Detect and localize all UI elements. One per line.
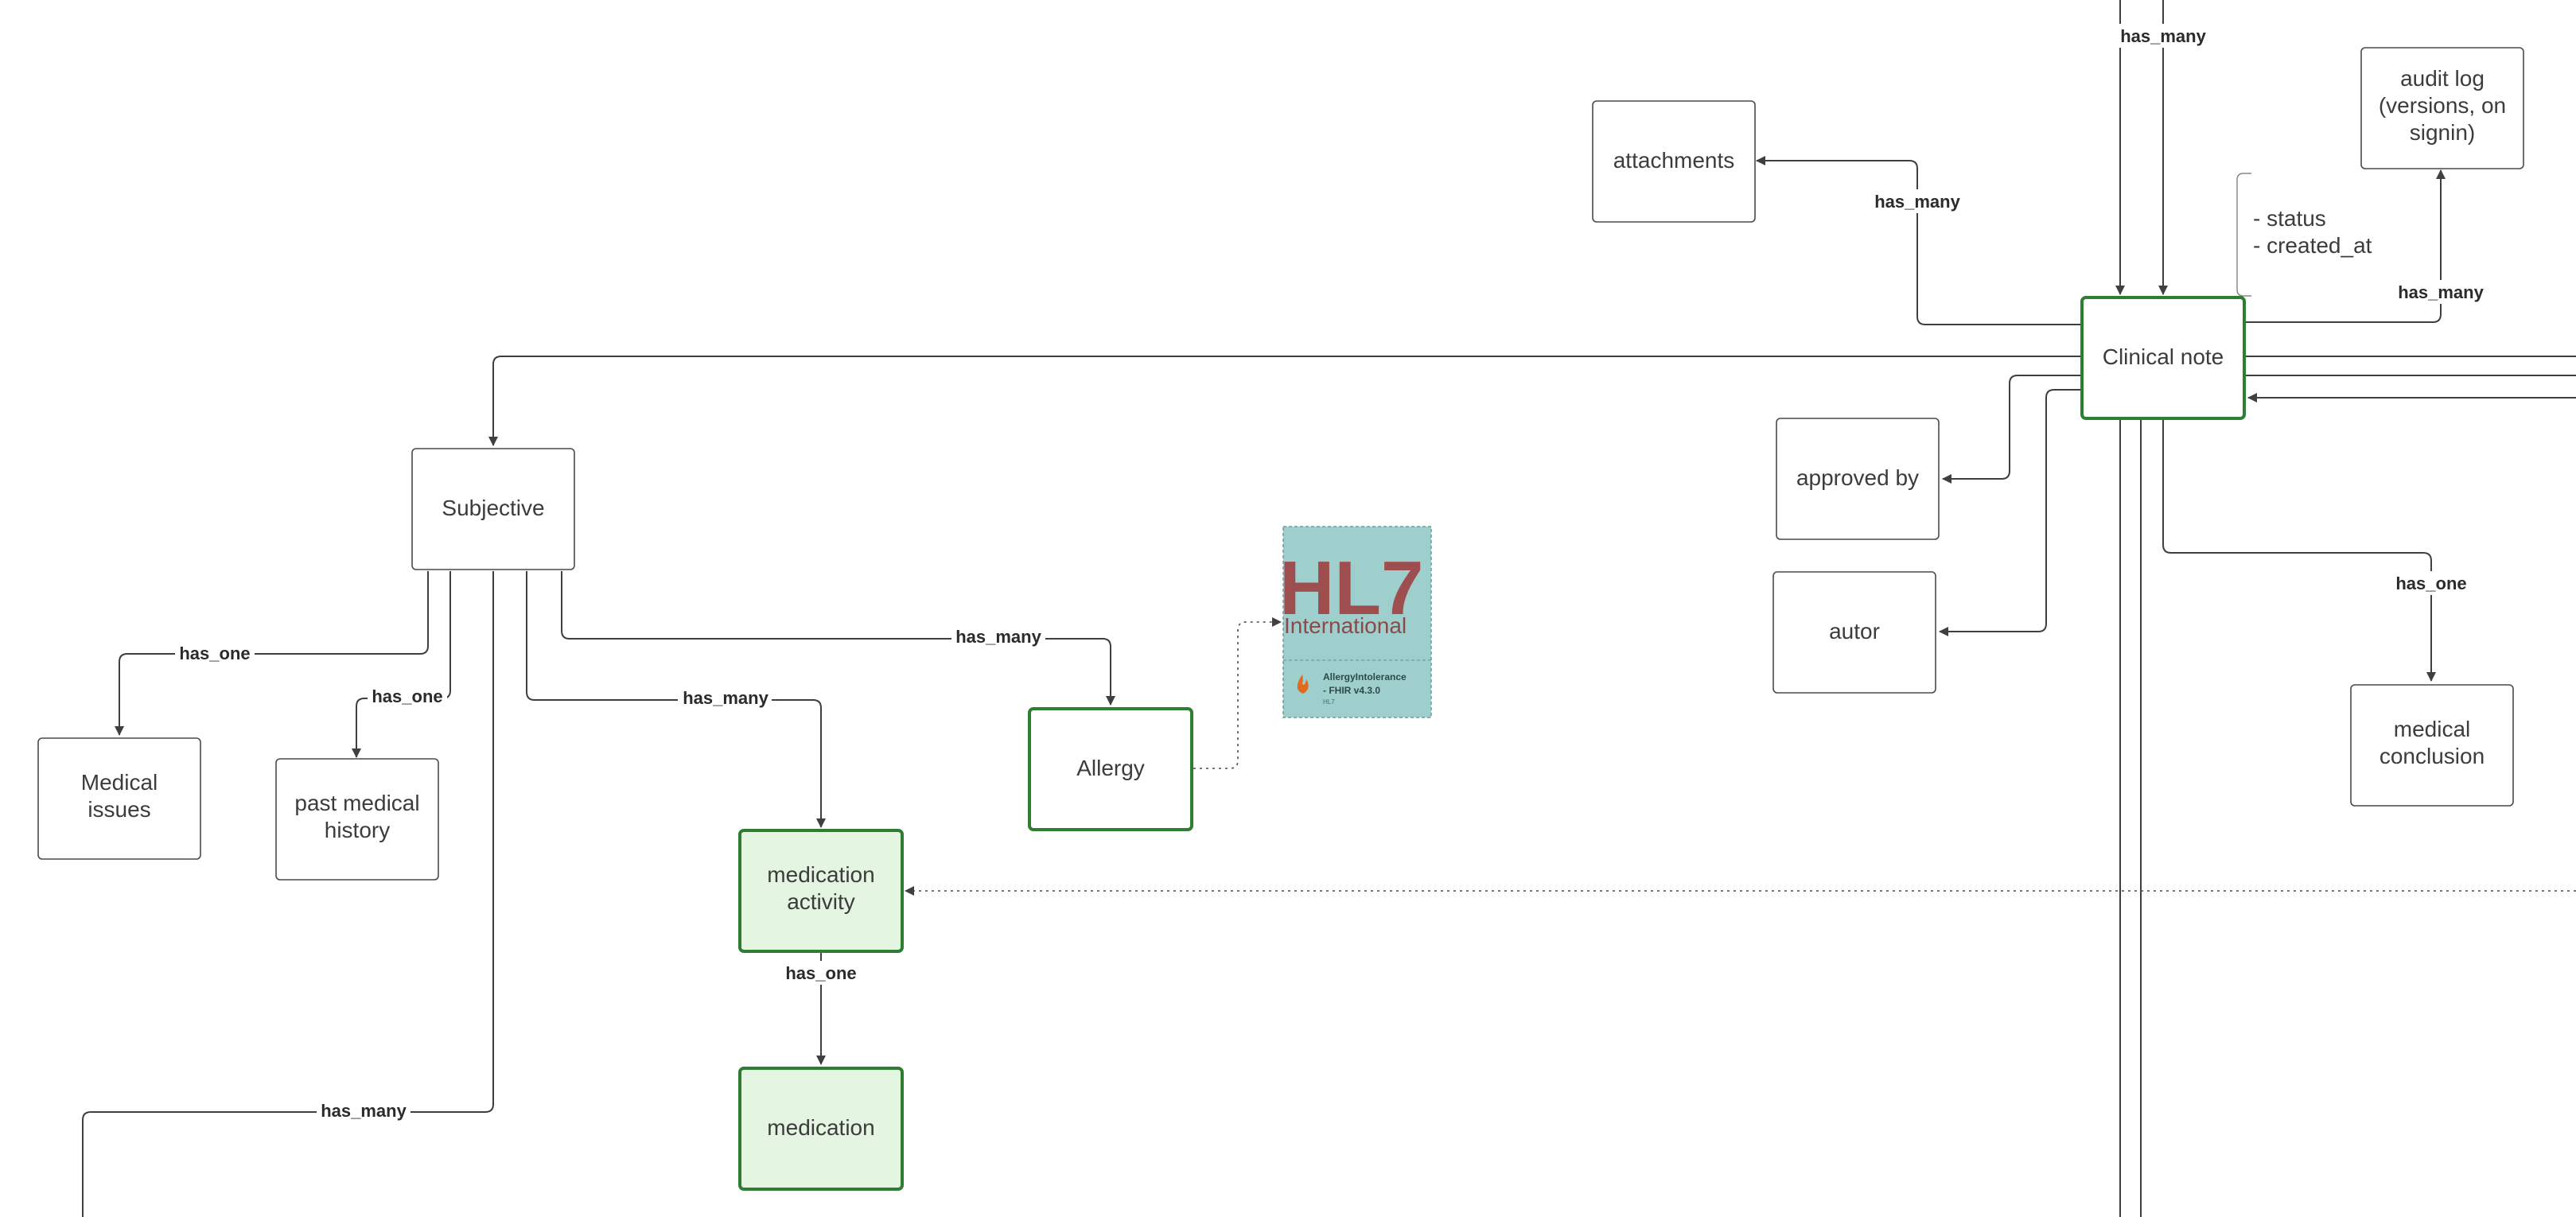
fhir-flame-icon	[1297, 675, 1309, 694]
edge-subjective-bottom	[82, 571, 494, 1217]
edge-label-history-has-one: has_one	[372, 686, 442, 706]
edge-label-issues-has-one: has_one	[179, 643, 250, 663]
medical-conclusion-line-2: conclusion	[2379, 744, 2485, 768]
node-clinical-note[interactable]: Clinical note	[2080, 296, 2246, 420]
allergy-label: Allergy	[1076, 756, 1145, 780]
edge-label-audit-has-many: has_many	[2398, 282, 2484, 302]
edge-subjective-allergy	[561, 571, 1115, 706]
node-attachments[interactable]: attachments	[1592, 100, 1756, 223]
edge-label-attachments-has-many: has_many	[1874, 192, 1960, 212]
edge-clinical-note-medical-conclusion	[2162, 418, 2436, 682]
edge-clinical-note-approved-by	[1942, 375, 2081, 484]
node-past-medical-history[interactable]: past medical history	[275, 758, 439, 881]
node-medical-conclusion[interactable]: medical conclusion	[2350, 684, 2514, 807]
edge-label-allergy-has-many: has_many	[955, 627, 1041, 647]
attachments-label: attachments	[1613, 148, 1735, 173]
node-medication-activity[interactable]: medication activity	[738, 829, 904, 953]
audit-log-line-1: audit log	[2400, 66, 2485, 91]
past-medical-history-line-2: history	[325, 818, 390, 842]
note-line-status: - status	[2253, 206, 2326, 231]
hl7-logo: HL7	[1279, 546, 1423, 631]
note-line-created-at: - created_at	[2253, 233, 2372, 258]
medication-activity-line-1: medication	[767, 862, 874, 887]
medical-issues-line-1: Medical	[81, 770, 158, 795]
hl7-resource-line-1: AllergyIntolerance	[1323, 671, 1407, 682]
approved-by-label: approved by	[1796, 465, 1919, 490]
edge-label-conclusion-has-one: has_one	[2395, 574, 2466, 593]
clinical-note-label: Clinical note	[2103, 344, 2224, 369]
note-bracket	[2236, 173, 2251, 297]
hl7-fhir-card[interactable]: HL7 International AllergyIntolerance - F…	[1279, 526, 1432, 718]
node-autor[interactable]: autor	[1772, 571, 1936, 694]
subjective-label: Subjective	[442, 496, 544, 520]
audit-log-line-3: signin)	[2410, 120, 2475, 145]
node-approved-by[interactable]: approved by	[1776, 418, 1940, 540]
edge-label-top-has-many: has_many	[2120, 26, 2206, 46]
hl7-resource-line-2: - FHIR v4.3.0	[1323, 685, 1380, 696]
edge-label-medication-has-one: has_one	[785, 963, 856, 983]
edge-subjective-medication-activity	[526, 571, 826, 828]
edge-label-bottom-has-many: has_many	[321, 1101, 407, 1121]
medication-label: medication	[767, 1115, 874, 1140]
node-medical-issues[interactable]: Medical issues	[37, 737, 201, 860]
node-allergy[interactable]: Allergy	[1028, 707, 1193, 831]
edge-clinical-note-autor	[1939, 389, 2081, 636]
past-medical-history-line-1: past medical	[294, 791, 419, 815]
edge-label-med-activity-has-many: has_many	[683, 688, 769, 708]
node-audit-log[interactable]: audit log (versions, on signin)	[2360, 47, 2524, 169]
medication-activity-line-2: activity	[787, 889, 855, 914]
node-medication[interactable]: medication	[738, 1067, 904, 1191]
hl7-resource-line-3: HL7	[1323, 698, 1335, 706]
medical-conclusion-line-1: medical	[2394, 717, 2470, 741]
medical-issues-line-2: issues	[88, 797, 150, 822]
audit-log-line-2: (versions, on	[2379, 93, 2506, 118]
edge-subjective-past-medical-history	[352, 571, 451, 758]
edge-clinical-note-audit-log	[2245, 169, 2446, 323]
autor-label: autor	[1829, 619, 1880, 643]
edge-subjective-medical-issues	[115, 571, 429, 736]
clinical-note-attributes-note: - status - created_at	[2253, 206, 2372, 258]
hl7-international: International	[1284, 613, 1407, 638]
edge-clinical-note-subjective	[488, 356, 2081, 446]
edge-clinical-note-attachments	[1756, 156, 2081, 325]
edge-allergy-hl7	[1193, 617, 1282, 769]
node-subjective[interactable]: Subjective	[411, 448, 575, 570]
